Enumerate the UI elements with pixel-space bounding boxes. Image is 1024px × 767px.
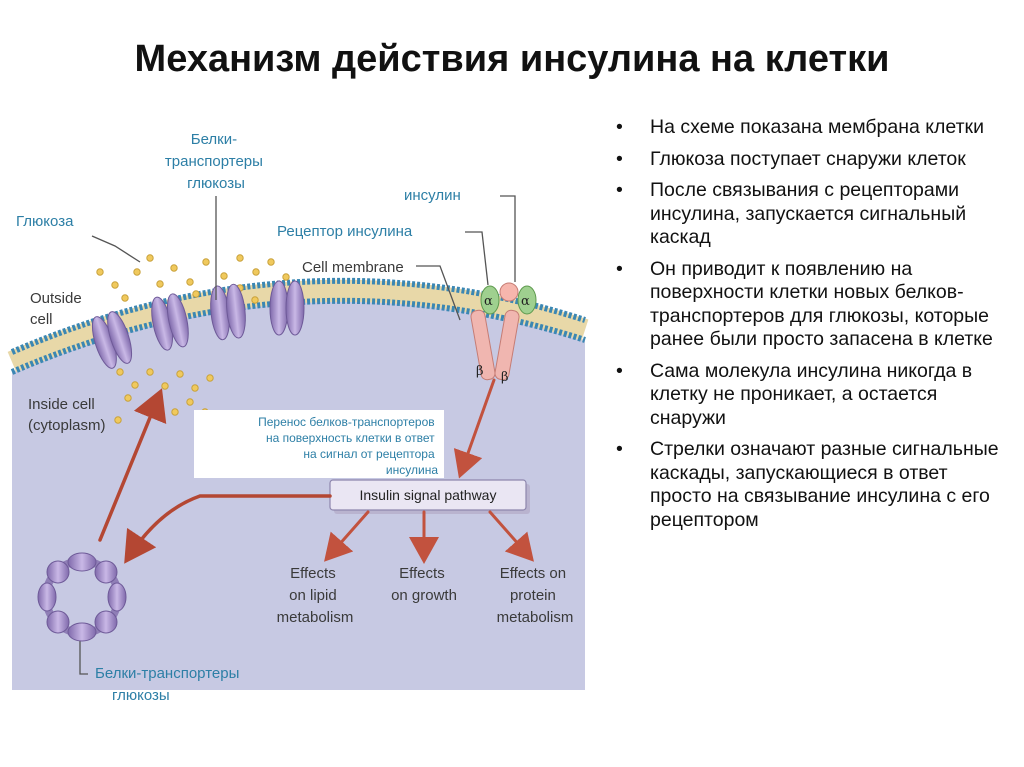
insulin-receptor: α α β β: [470, 282, 537, 385]
beta-right-label: β: [501, 370, 509, 385]
transporter-2: [151, 293, 189, 351]
insulin-mechanism-diagram: α α β β Insulin signal pathway: [7, 131, 589, 704]
leader-lines: [79, 195, 516, 675]
membrane-transporters: [91, 280, 305, 369]
leader-receptor: [465, 231, 489, 286]
effect-growth-label: Effects on growth: [391, 565, 457, 604]
arrow-to-protein: [488, 510, 534, 562]
receptor-label: Рецептор инсулина: [277, 223, 413, 240]
leader-glucose: [91, 235, 141, 263]
arrow-to-lipid: [324, 510, 370, 562]
transporters-bottom-label: Белки-транспортеры глюкозы: [95, 665, 244, 704]
leader-transporters-bottom: [79, 636, 88, 675]
leader-cell-membrane: [416, 265, 461, 321]
glucose-label: Глюкоза: [16, 213, 74, 230]
effect-lipid-label: Effects on lipid metabolism: [277, 565, 354, 626]
arrow-receptor-to-pathway: [453, 378, 496, 479]
bullet-item: На схеме показана мембрана клетки: [608, 116, 1008, 140]
outside-cell-label: Outside cell: [30, 290, 86, 328]
insulin-label: инсулин: [404, 187, 461, 204]
bullet-list: На схеме показана мембрана клетки Глюкоз…: [608, 116, 1008, 540]
bullet-item: Глюкоза поступает снаружи клеток: [608, 148, 1008, 172]
transfer-note-box: [194, 410, 444, 478]
bullet-item: Он приводит к появлению на поверхности к…: [608, 258, 1008, 352]
beta-left-label: β: [476, 364, 484, 379]
transfer-note: Перенос белков-транспортеров на поверхно…: [258, 415, 438, 477]
insulin-molecule: [499, 282, 519, 302]
arrow-pathway-to-vesicle: [124, 494, 332, 564]
signal-arrows: [98, 378, 534, 564]
leader-insulin: [500, 195, 516, 282]
effect-protein-label: Effects on protein metabolism: [497, 565, 574, 626]
bullet-item: После связывания с рецепторами инсулина,…: [608, 179, 1008, 250]
cell-membrane-label: Cell membrane: [302, 259, 404, 276]
transporter-4: [269, 280, 305, 336]
storage-vesicle: [37, 552, 127, 642]
bullet-item: Стрелки означают разные сигнальные каска…: [608, 438, 1008, 532]
alpha-left-label: α: [484, 294, 493, 309]
alpha-right-label: α: [521, 294, 530, 309]
bullet-item: Сама молекула инсулина никогда в клетку …: [608, 360, 1008, 431]
pathway-label: Insulin signal pathway: [360, 487, 497, 503]
arrow-vesicle-to-membrane: [98, 388, 167, 542]
transporter-1: [91, 311, 133, 369]
transporters-top-label: Белки- транспортеры глюкозы: [165, 131, 267, 192]
inside-cell-label: Inside cell (cytoplasm): [28, 396, 106, 434]
slide-title: Механизм действия инсулина на клетки: [134, 38, 890, 80]
transporter-3: [210, 283, 246, 341]
